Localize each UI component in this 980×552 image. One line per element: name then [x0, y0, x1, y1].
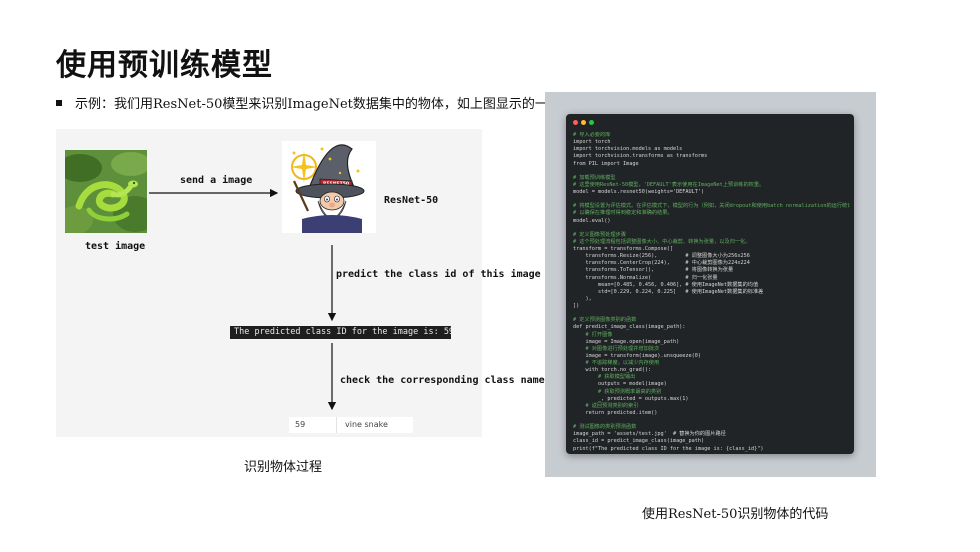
- code-line: image_path = 'assets/test.jpg' # 替换为你的图片…: [573, 431, 726, 438]
- code-line: image = Image.open(image_path): [573, 338, 680, 345]
- code-line: # 这个预处理流程包括调整图像大小、中心裁剪、转换为张量，以及归一化。: [573, 238, 751, 245]
- class-id-cell: 59: [289, 417, 337, 433]
- code-line: transforms.Resize(256), # 调整图像大小为256x256: [573, 253, 750, 260]
- code-line: # 返回预测类别的索引: [573, 402, 639, 409]
- slide-title: 使用预训练模型: [56, 48, 273, 83]
- code-line: # 不追踪梯度，以减少内存使用: [573, 360, 660, 366]
- resnet-wizard-icon: RESNET50: [282, 141, 376, 233]
- code-line: image = transform(image).unsqueeze(0): [573, 352, 702, 359]
- bullet-item: 示例：我们用ResNet-50模型来识别ImageNet数据集中的物体，如上图显…: [56, 93, 600, 112]
- predict-label: predict the class id of this image: [336, 269, 541, 280]
- code-line: # 这里使用ResNet-50模型，'DEFAULT'表示使用在ImageNet…: [573, 181, 765, 188]
- code-line: from PIL import Image: [573, 160, 639, 167]
- code-line: # 测试图像的类别预测函数: [573, 424, 637, 431]
- code-line: model = models.resnet50(weights='DEFAULT…: [573, 189, 705, 195]
- bullet-text: 示例：我们用ResNet-50模型来识别ImageNet数据集中的物体，如上图显…: [75, 97, 600, 112]
- code-line: # 定义预测图像类别的函数: [573, 317, 637, 324]
- test-image-snake: [65, 150, 147, 233]
- terminal-output: The predicted class ID for the image is:…: [230, 326, 451, 339]
- code-line: # 定义图像预处理步骤: [573, 231, 626, 238]
- code-line: # 将模型设置为评估模式。在评估模式下，模型的行为（例如，关闭dropout和使…: [573, 203, 850, 210]
- code-line: with torch.no_grad():: [573, 367, 652, 374]
- code-line: import torchvision.models as models: [573, 146, 683, 153]
- code-line: model.eval(): [573, 217, 611, 224]
- code-line: std=[0.229, 0.224, 0.225] # 使用ImageNet数据…: [573, 288, 764, 295]
- code-line: transforms.CenterCrop(224), # 中心裁剪图像为224…: [573, 260, 750, 267]
- code-line: ),: [573, 295, 592, 302]
- send-image-label: send a image: [180, 175, 253, 186]
- recognition-diagram: test image send a image RESNET50: [56, 129, 545, 437]
- code-line: ]): [573, 303, 580, 309]
- code-line: # 导入必要的库: [573, 132, 611, 138]
- code-line: return predicted.item(): [573, 409, 658, 416]
- code-line: _, predicted = outputs.max(1): [573, 395, 689, 402]
- minimize-dot-icon: [581, 120, 586, 125]
- test-image-label: test image: [85, 241, 146, 252]
- code-line: transforms.ToTensor(), # 将图像转换为张量: [573, 267, 734, 274]
- check-label: check the corresponding class name: [340, 375, 545, 386]
- code-line: transform = transforms.Compose([: [573, 246, 673, 252]
- left-caption: 识别物体过程: [244, 460, 323, 475]
- code-line: import torchvision.transforms as transfo…: [573, 153, 708, 160]
- model-label: ResNet-50: [384, 195, 439, 206]
- code-line: # 获取模型输出: [573, 374, 636, 381]
- diagram-arrows: [149, 188, 337, 411]
- code-line: # 获取预测概率最高的类别: [573, 388, 662, 395]
- class-lookup-row: 59 vine snake: [289, 417, 413, 433]
- bullet-marker: [56, 99, 62, 106]
- code-line: # 加载预训练模型: [573, 174, 616, 181]
- code-line: transforms.Normalize( # 归一化张量: [573, 274, 718, 281]
- window-controls: [573, 120, 594, 125]
- code-line: class_id = predict_image_class(image_pat…: [573, 438, 705, 445]
- code-line: print(f"The predicted class ID for the i…: [573, 445, 764, 452]
- code-line: [573, 225, 850, 232]
- maximize-dot-icon: [589, 120, 594, 125]
- code-line: outputs = model(image): [573, 381, 667, 388]
- right-caption: 使用ResNet-50识别物体的代码: [642, 507, 829, 522]
- class-name-cell: vine snake: [345, 420, 388, 429]
- code-line: def predict_image_class(image_path):: [573, 324, 686, 331]
- code-line: # 以确保在推理时得到稳定和准确的结果。: [573, 210, 673, 217]
- code-line: # 对图像进行预处理并增加批次: [573, 345, 660, 352]
- code-line: [573, 168, 850, 175]
- code-line: # 打开图像: [573, 331, 613, 338]
- close-dot-icon: [573, 120, 578, 125]
- code-line: import torch: [573, 139, 611, 146]
- code-line: mean=[0.485, 0.456, 0.406], # 使用ImageNet…: [573, 281, 759, 288]
